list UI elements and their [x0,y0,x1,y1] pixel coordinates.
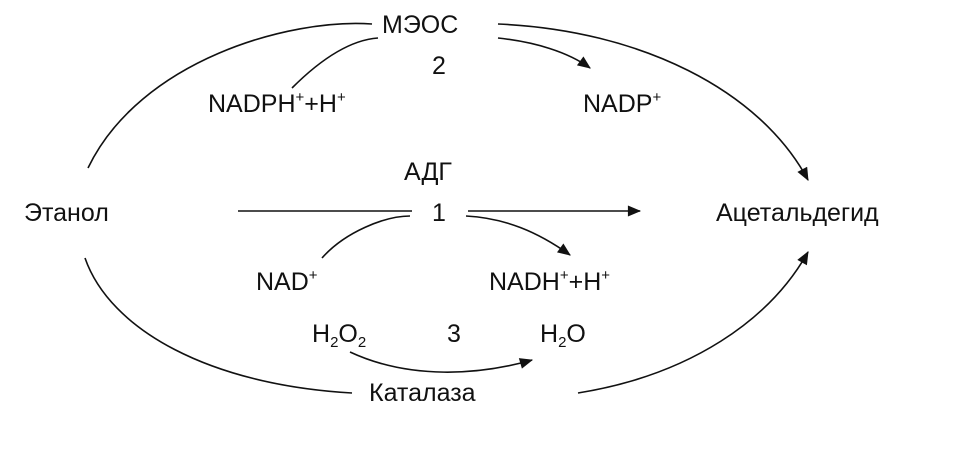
nadph-label: NADPH++H+ [208,89,346,118]
nad-label: NAD+ [256,267,318,296]
catalase-enzyme-label: Каталаза [369,379,476,407]
meos-number-label: 2 [432,52,446,80]
meos-cofactor-in-curve [291,37,379,89]
catalase-number-label: 3 [447,320,461,348]
hydrogen-peroxide-label: H2O2 [312,320,367,351]
water-label: H2O [540,320,586,351]
catalase-peroxide-curve [349,351,534,373]
acetaldehyde-label: Ацетальдегид [716,199,879,227]
catalase-outer-arc-left [84,257,353,394]
adh-cofactor-out-curve [465,215,571,256]
adh-number-label: 1 [432,199,446,227]
meos-cofactor-out-curve [497,37,591,69]
catalase-outer-arc-right [577,251,809,394]
meos-outer-arc-left [87,22,373,169]
ethanol-label: Этанол [24,199,109,227]
nadh-label: NADH++H+ [489,267,611,296]
meos-enzyme-label: МЭОС [382,11,459,39]
adh-enzyme-label: АДГ [404,158,452,186]
nadp-label: NADP+ [583,89,662,118]
adh-cofactor-in-curve [321,215,411,259]
meos-outer-arc-right [497,23,809,181]
